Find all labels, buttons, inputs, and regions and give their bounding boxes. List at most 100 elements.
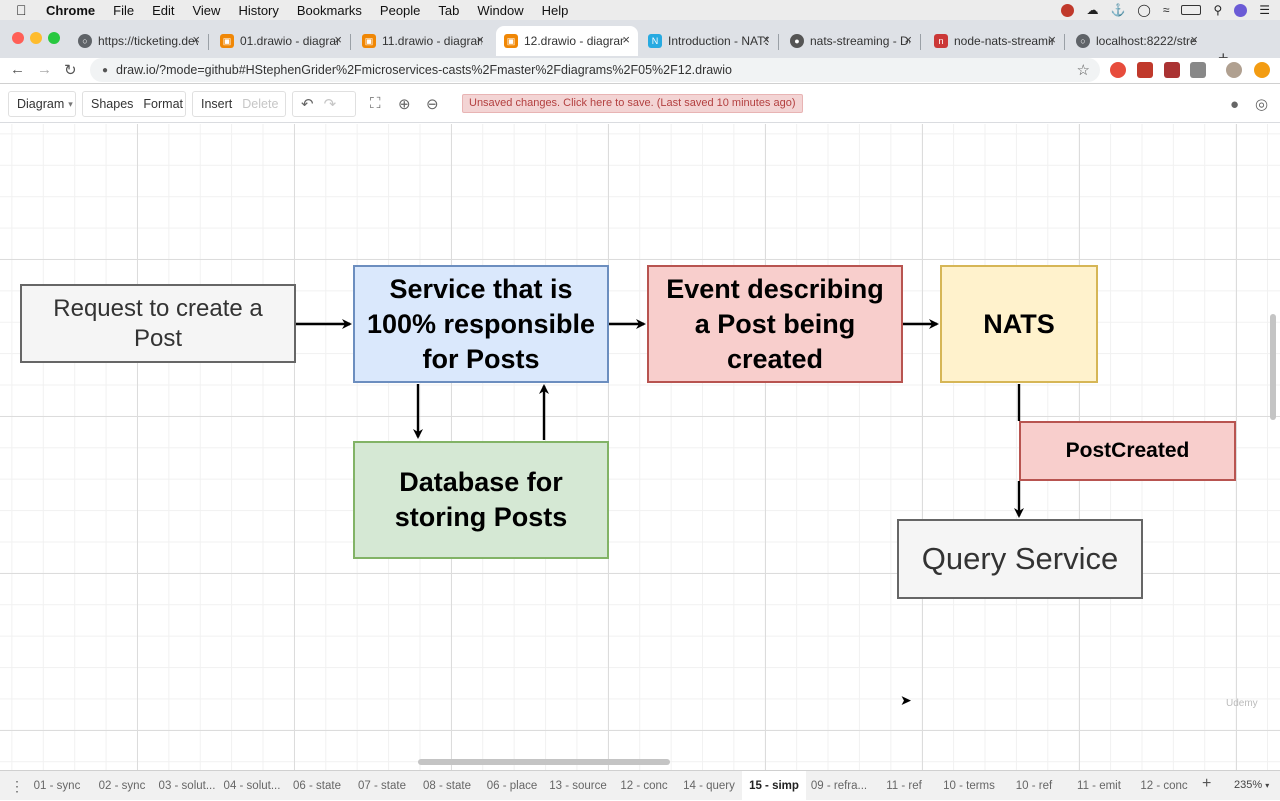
menu-tab[interactable]: Tab [438,2,460,18]
page-tab[interactable]: 01 - sync [33,780,81,792]
tab-nats-streaming[interactable]: ● nats-streaming - Do × [782,26,921,56]
event-box[interactable]: Event describing a Post being created [647,265,903,383]
zoom-out-icon[interactable]: ⊖ [426,96,439,113]
address-bar[interactable]: ● draw.io/?mode=github#HStephenGrider%2F… [90,58,1100,82]
query-service-box[interactable]: Query Service [897,519,1143,599]
shapes-button[interactable]: Shapes [91,97,134,111]
tab-node-nats[interactable]: n node-nats-streaming × [926,26,1065,56]
cloud-icon[interactable]: ☁ [1086,3,1099,17]
page-tab[interactable]: 03 - solut... [158,780,216,792]
bookmark-star-icon[interactable]: ☆ [1076,62,1090,79]
page-tab[interactable]: 04 - solut... [223,780,281,792]
spotlight-icon[interactable]: ⚲ [1213,3,1223,17]
docker-icon[interactable]: ⚓ [1110,3,1126,17]
tab-localhost[interactable]: ○ localhost:8222/strea × [1068,26,1206,56]
page-tab[interactable]: 10 - terms [943,780,995,792]
page-tab[interactable]: 11 - ref [886,780,922,792]
page-tab[interactable]: 02 - sync [98,780,146,792]
page-tab[interactable]: 09 - refra... [810,780,868,792]
menu-file[interactable]: File [113,2,135,18]
page-tab-active[interactable]: 15 - simp [742,771,806,801]
siri-icon[interactable] [1234,3,1248,17]
page-tab[interactable]: 12 - conc [1140,780,1188,792]
page-tab[interactable]: 08 - state [423,780,471,792]
glasses-icon[interactable]: ◯ [1137,3,1151,17]
pages-menu-icon[interactable]: ⋮ [10,778,24,794]
language-globe-icon[interactable]: ◎ [1255,96,1269,113]
zoom-level[interactable]: 235% ▾ [1234,779,1269,791]
format-button[interactable]: Format [143,97,183,111]
page-tab[interactable]: 14 - query [683,780,735,792]
diagram-canvas[interactable]: Request to create a Post Service that is… [0,124,1280,770]
postcreated-box[interactable]: PostCreated [1019,421,1236,481]
undo-icon[interactable]: ↶ [301,96,314,113]
tab-11-drawio[interactable]: ▣ 11.drawio - diagrams × [354,26,492,56]
menu-history[interactable]: History [238,2,279,18]
close-window-button[interactable] [12,32,24,44]
apple-icon[interactable]:  [16,2,34,18]
database-box[interactable]: Database for storing Posts [353,441,609,559]
minimize-window-button[interactable] [30,32,42,44]
tab-12-drawio[interactable]: ▣ 12.drawio - diagrams × [496,26,638,56]
record-icon[interactable] [1061,3,1075,17]
page-tab[interactable]: 06 - state [293,780,341,792]
fit-screen-icon[interactable]: ⛶ [370,95,381,112]
zoom-value: 235% [1234,779,1263,791]
wifi-icon[interactable]: ≈ [1162,3,1170,17]
tab-title: 11.drawio - diagrams [382,34,482,48]
tab-01-drawio[interactable]: ▣ 01.drawio - diagrams × [212,26,351,56]
close-tab-icon[interactable]: × [762,32,770,47]
menu-window[interactable]: Window [477,2,524,18]
close-tab-icon[interactable]: × [192,32,200,47]
menu-help[interactable]: Help [541,2,569,18]
insert-button[interactable]: Insert [201,97,233,111]
page-tab[interactable]: 07 - state [358,780,406,792]
menu-people[interactable]: People [379,2,421,18]
menu-app[interactable]: Chrome [46,2,96,18]
request-box[interactable]: Request to create a Post [20,284,296,363]
tab-ticketing[interactable]: ○ https://ticketing.dev × [70,26,209,56]
page-tab[interactable]: 11 - emit [1077,780,1121,792]
close-tab-icon[interactable]: × [334,32,342,47]
add-page-button[interactable]: + [1202,775,1212,792]
back-icon[interactable]: ← [10,61,25,78]
unsaved-changes-banner[interactable]: Unsaved changes. Click here to save. (La… [462,94,803,113]
page-tab[interactable]: 13 - source [549,780,607,792]
event-label: Event describing a Post being created [666,273,884,374]
profile-avatar[interactable] [1226,62,1242,78]
page-tab[interactable]: 06 - place [486,780,538,792]
extension-icon[interactable] [1110,62,1126,78]
zoom-window-button[interactable] [48,32,60,44]
lock-icon[interactable]: ● [102,64,109,76]
extension-icon[interactable] [1254,62,1270,78]
reload-icon[interactable]: ↻ [64,62,77,79]
close-tab-icon[interactable]: × [1190,32,1198,47]
battery-icon[interactable] [1181,5,1202,15]
redo-icon[interactable]: ↷ [323,96,337,113]
diagram-menu[interactable]: Diagram ▾ [8,91,76,117]
user-icon[interactable]: ● [1230,96,1240,113]
close-tab-icon[interactable]: × [476,32,484,47]
extension-icon[interactable] [1137,62,1153,78]
vertical-scrollbar[interactable] [1270,314,1276,420]
menu-edit[interactable]: Edit [152,2,175,18]
zoom-in-icon[interactable]: ⊕ [398,96,411,113]
service-box[interactable]: Service that is 100% responsible for Pos… [353,265,609,383]
page-tab[interactable]: 10 - ref [1015,780,1053,792]
delete-button[interactable]: Delete [242,97,279,111]
horizontal-scrollbar[interactable] [418,759,670,765]
close-tab-icon[interactable]: × [622,32,630,47]
tab-nats-intro[interactable]: N Introduction - NATS × [640,26,779,56]
close-tab-icon[interactable]: × [904,32,912,47]
nats-box[interactable]: NATS [940,265,1098,383]
page-tab[interactable]: 12 - conc [620,780,668,792]
extension-icon[interactable] [1190,62,1206,78]
menu-view[interactable]: View [192,2,221,18]
url-text[interactable]: draw.io/?mode=github#HStephenGrider%2Fmi… [116,63,732,77]
forward-icon[interactable]: → [37,61,52,78]
extension-icon[interactable] [1164,62,1180,78]
diagram-menu-label[interactable]: Diagram [17,97,65,111]
close-tab-icon[interactable]: × [1048,32,1056,47]
menu-bookmarks[interactable]: Bookmarks [296,2,362,18]
list-icon[interactable]: ☰ [1259,3,1270,17]
